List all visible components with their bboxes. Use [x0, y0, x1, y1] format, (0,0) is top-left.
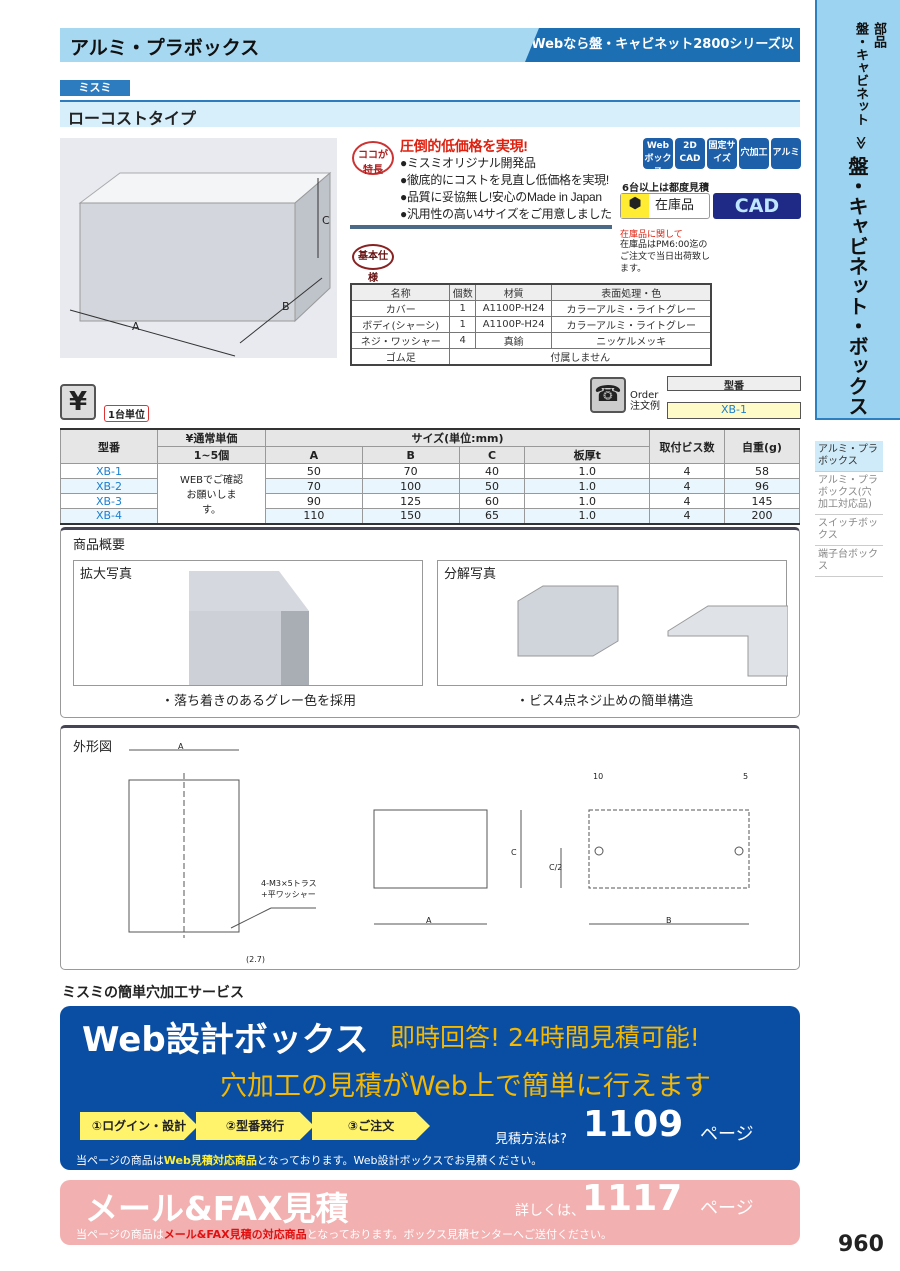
- feature-item: ●品質に妥協無し!安心のMade in Japan: [400, 190, 602, 204]
- drilling-icon: 穴加工: [739, 138, 769, 169]
- spec-badge: 基本仕様: [352, 244, 394, 284]
- step-order: ③ご注文: [312, 1112, 430, 1140]
- yen-icon: ¥: [60, 384, 96, 420]
- sidebar-category: 部品 盤・キャビネット ≫ 盤・キャビネット・ボックス: [815, 0, 900, 420]
- type-title: ローコストタイプ: [60, 100, 800, 128]
- price-unit: 1台単位: [104, 405, 149, 422]
- table-row: ゴム足付属しません: [350, 348, 712, 366]
- model-link[interactable]: XB-2: [60, 478, 158, 494]
- web-how: 見積方法は?: [495, 1132, 567, 1147]
- web-page-link[interactable]: 1109: [583, 1104, 684, 1145]
- page-title: アルミ・プラボックス: [70, 37, 260, 59]
- outline-drawing: [128, 749, 750, 938]
- order-header: 型番: [667, 376, 801, 392]
- web-note: 当ページの商品はWeb見積対応商品となっております。Web設計ボックスでお見積く…: [76, 1154, 543, 1167]
- divider: [350, 225, 612, 229]
- page-number: 960: [838, 1232, 884, 1257]
- model-link[interactable]: XB-1: [60, 463, 158, 479]
- mail-fax-banner[interactable]: メール&FAX見積 詳しくは、 1117 ページ 当ページの商品はメール&FAX…: [60, 1178, 800, 1245]
- drawing-title: 外形図: [73, 740, 113, 755]
- product-photo: A B C: [60, 138, 337, 358]
- exploded-photo: 分解写真: [437, 560, 788, 686]
- caption: ・落ち着きのあるグレー色を採用: [161, 694, 357, 709]
- model-link[interactable]: XB-4: [60, 508, 158, 524]
- dim-a: A: [132, 320, 140, 333]
- order-example: XB-1: [667, 402, 801, 419]
- feature-item: ●ミスミオリジナル開発品: [400, 156, 536, 170]
- stock-info: 在庫品はPM6:00迄のご注文で当日出荷致します。: [620, 240, 711, 274]
- brand-badge: ミスミ: [60, 80, 130, 96]
- service-title: ミスミの簡単穴加工サービス: [62, 985, 244, 1001]
- stock-note: 6台以上は都度見積: [622, 183, 709, 194]
- sidebar-nav: アルミ・プラボックス アルミ・プラボックス(穴加工対応品) スイッチボックス 端…: [815, 441, 883, 577]
- feature-item: ●汎用性の高い4サイズをご用意しました: [400, 207, 612, 221]
- step-login: ①ログイン・設計: [80, 1112, 198, 1140]
- phone-icon: ☎: [590, 377, 626, 413]
- aluminum-icon: アルミ: [771, 138, 801, 169]
- web-title: Web設計ボックス: [82, 1020, 369, 1060]
- chevron-icon: ≫: [853, 136, 868, 150]
- feature-item: ●徹底的にコストを見直し低価格を実現!: [400, 173, 609, 187]
- stock-badge: ⬢ 在庫品: [620, 193, 710, 219]
- page-header: アルミ・プラボックス Webなら盤・キャビネット2800シリーズ以上掲載!: [60, 28, 800, 62]
- web-sub: 穴加工の見積がWeb上で簡単に行えます: [220, 1071, 711, 1102]
- dim-c: C: [322, 214, 330, 227]
- step-model: ②型番発行: [196, 1112, 314, 1140]
- web-lead: 即時回答! 24時間見積可能!: [390, 1023, 700, 1052]
- sidebar-item-aluminum-box[interactable]: アルミ・プラボックス: [815, 441, 883, 472]
- feature-badge: ココが特長: [352, 141, 394, 176]
- fax-title: メール&FAX見積: [85, 1189, 349, 1228]
- category-path: 盤・キャビネット: [853, 22, 868, 126]
- fixed-size-icon: 固定サイズ: [707, 138, 737, 169]
- web-box-icon: Webボックス: [643, 138, 673, 177]
- cad-button[interactable]: CAD: [713, 193, 801, 219]
- closeup-photo: 拡大写真: [73, 560, 423, 686]
- sidebar-item-terminal-box[interactable]: 端子台ボックス: [815, 546, 883, 577]
- category-small: 部品: [871, 22, 886, 48]
- caption: ・ビス4点ネジ止めの簡単構造: [516, 694, 694, 709]
- dim-b: B: [282, 300, 290, 313]
- 2d-cad-icon: 2D CAD: [675, 138, 705, 169]
- sidebar-item-aluminum-box-drilled[interactable]: アルミ・プラボックス(穴加工対応品): [815, 472, 883, 515]
- feature-headline: 圧倒的低価格を実現!: [400, 138, 528, 154]
- overview-title: 商品概要: [73, 538, 126, 553]
- web-design-box-banner[interactable]: Web設計ボックス 即時回答! 24時間見積可能! 穴加工の見積がWeb上で簡単…: [60, 1006, 800, 1170]
- drawing-section: 外形図 A A B C C/2 10 5 (2.7) 4-M3×5トラス+平ワッ…: [60, 725, 800, 970]
- stock-info-title: 在庫品に関して: [620, 230, 683, 240]
- header-tag: Webなら盤・キャビネット2800シリーズ以上掲載!: [525, 28, 800, 62]
- model-link[interactable]: XB-3: [60, 493, 158, 509]
- sidebar-item-switch-box[interactable]: スイッチボックス: [815, 515, 883, 546]
- overview-section: 商品概要 拡大写真 分解写真 ・落ち着きのあるグレー色を採用 ・ビス4点ネジ止め…: [60, 527, 800, 718]
- category-title: 盤・キャビネット・ボックス: [845, 156, 869, 416]
- fax-page-link: 1117: [582, 1178, 683, 1219]
- feature-list: 圧倒的低価格を実現! ●ミスミオリジナル開発品 ●徹底的にコストを見直し低価格を…: [400, 138, 612, 223]
- box-icon: ⬢: [621, 194, 649, 218]
- stock-label: 在庫品: [655, 198, 695, 213]
